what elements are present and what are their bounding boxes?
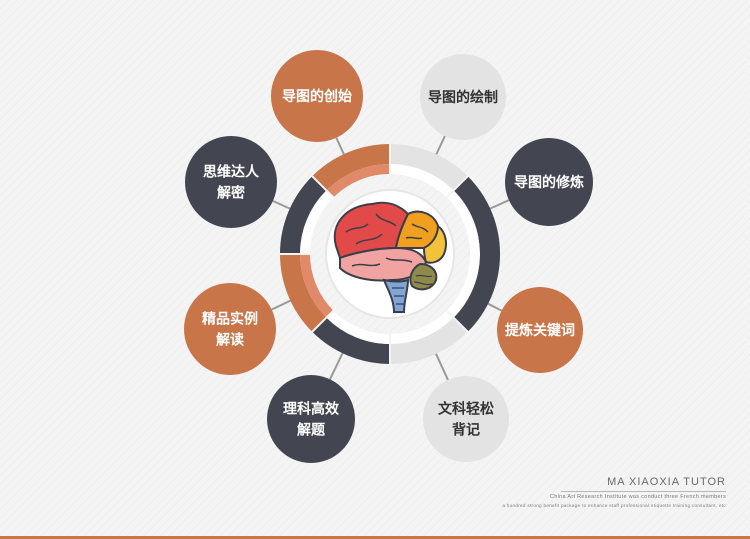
- node-circle: [420, 54, 506, 140]
- node-huizhi: 导图的绘制: [420, 54, 506, 140]
- topic-nodes: 导图的创始导图的绘制导图的修炼提炼关键词文科轻松背记理科高效解题精品实例解读思维…: [184, 50, 593, 463]
- ring-segment-outer: [390, 144, 468, 191]
- ring-segment-inner: [326, 310, 390, 344]
- ring-segment-inner: [446, 190, 480, 318]
- node-circle: [505, 138, 593, 226]
- ring-separator: [310, 174, 336, 200]
- cerebellum: [409, 262, 438, 291]
- ring-separator: [444, 308, 470, 334]
- node-label: 理科高效: [283, 401, 340, 418]
- ring-segment-outer: [312, 144, 390, 191]
- brain-stem-lines: [392, 287, 404, 305]
- node-circle: [271, 50, 363, 142]
- ring-segment-outer: [312, 317, 390, 364]
- footer: MA XIAOXIA TUTOR China Art Research Inst…: [502, 476, 726, 508]
- footer-line-3: a hundred strong benefit package to enha…: [502, 503, 726, 508]
- brain-icon: [333, 201, 447, 313]
- ring-segment-inner: [300, 190, 334, 254]
- footer-line-2: China Art Research Institute was conduct…: [549, 494, 726, 500]
- connector-chuangshi: [335, 137, 346, 157]
- ring-segment-outer: [280, 176, 327, 254]
- frontal-folds: [345, 213, 397, 245]
- node-chuangshi: 导图的创始: [271, 50, 363, 142]
- bottom-accent-bar: [0, 536, 750, 539]
- connector-like: [329, 350, 345, 380]
- center-hub: [325, 189, 455, 319]
- ring-segment-inner: [326, 164, 390, 198]
- node-circle: [497, 287, 583, 373]
- node-tilian: 提炼关键词: [497, 287, 583, 373]
- node-circle: [267, 375, 355, 463]
- footer-rule: [561, 491, 726, 492]
- node-label: 导图的修炼: [514, 174, 584, 191]
- node-label: 导图的绘制: [428, 89, 498, 106]
- ring-separator: [310, 308, 336, 334]
- node-label: 解题: [297, 422, 326, 439]
- node-label: 思维达人: [203, 164, 260, 181]
- ring-separator: [444, 174, 470, 200]
- ring-segment-inner: [390, 310, 454, 344]
- node-label: 解密: [217, 185, 245, 202]
- node-xiulian: 导图的修炼: [505, 138, 593, 226]
- center-ring: [278, 142, 501, 366]
- node-label: 背记: [452, 422, 480, 439]
- ring-segment-outer: [280, 254, 327, 332]
- temporal-lobe: [339, 246, 428, 282]
- parietal-folds: [405, 223, 429, 240]
- connector-wenke: [434, 351, 449, 381]
- node-label: 导图的创始: [282, 88, 352, 105]
- connector-huizhi: [434, 135, 446, 157]
- ring-segment-inner: [390, 164, 454, 198]
- temporal-folds: [351, 257, 413, 267]
- footer-brand: MA XIAOXIA TUTOR: [607, 476, 726, 488]
- connector-jingpin: [271, 298, 293, 311]
- connector-siwei: [272, 200, 293, 211]
- node-circle: [185, 136, 277, 228]
- connectors: [271, 135, 510, 381]
- ring-segment-inner: [300, 254, 334, 318]
- node-label: 精品实例: [202, 311, 258, 328]
- connector-xiulian: [487, 199, 510, 211]
- node-label: 提炼关键词: [505, 322, 575, 339]
- node-circle: [423, 376, 509, 462]
- node-circle: [184, 283, 276, 375]
- cerebellum-folds: [413, 274, 433, 286]
- node-label: 文科轻松: [438, 401, 494, 418]
- ring-segment-outer: [453, 176, 501, 332]
- node-label: 解读: [216, 332, 244, 349]
- ring-segment-outer: [390, 317, 468, 364]
- connector-tilian: [485, 301, 503, 312]
